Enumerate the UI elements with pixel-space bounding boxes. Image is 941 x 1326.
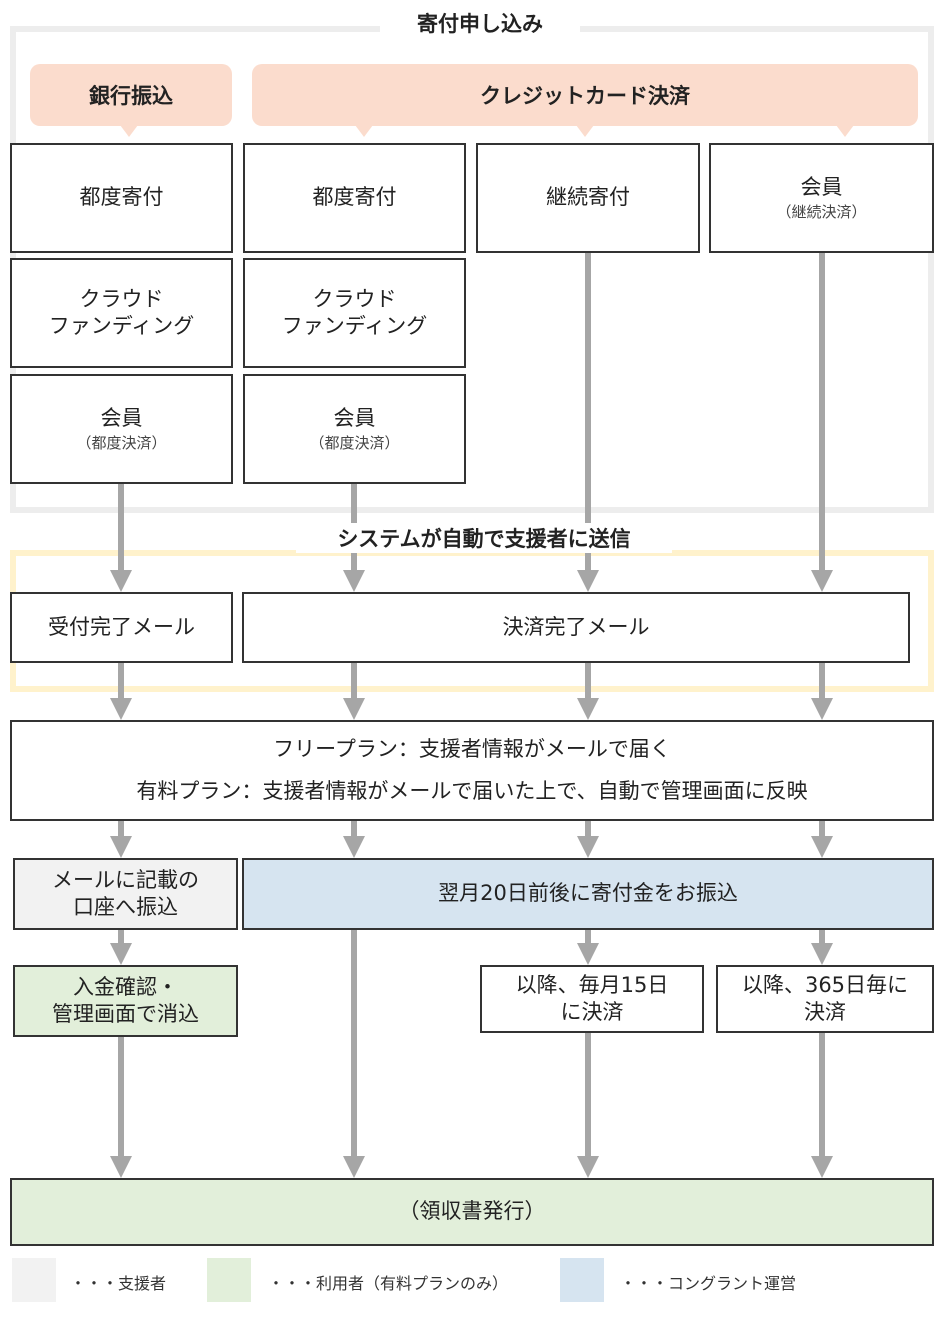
legend-supporter-swatch [12, 1258, 56, 1302]
monthly-charge-step: 以降、毎月15日 に決済 [480, 965, 704, 1033]
legend-supporter-text: ・・・支援者 [70, 1274, 167, 1293]
arrow-notify-to-congrant-3 [811, 821, 833, 858]
member-recurring: 会員 （継続決済） [709, 143, 934, 253]
yearly-charge-step: 以降、365日毎に 決済 [716, 965, 934, 1033]
bank-transfer-label: 銀行振込 [30, 64, 232, 126]
application-section-title: 寄付申し込み [380, 8, 580, 38]
payment-confirmation-line1: 入金確認・ [73, 974, 178, 999]
credit-crowdfunding-line2: ファンディング [281, 314, 428, 338]
bank-transfer-line2: 口座へ振込 [73, 895, 178, 919]
bank-transfer-line1: メールに記載の [52, 867, 199, 892]
arrow-notify-to-congrant-2 [577, 821, 599, 858]
arrow-notify-to-congrant-1 [343, 821, 365, 858]
arrow-monthly-to-receipt [577, 1033, 599, 1178]
legend-congrant-text: ・・・コングラント運営 [620, 1274, 797, 1293]
payment-confirmation-line2: 管理画面で消込 [52, 1002, 199, 1026]
arrow-bank-to-received-email [110, 484, 132, 592]
arrow-received-to-notify [110, 663, 132, 720]
monthly-charge-line1: 以降、毎月15日 [515, 972, 669, 997]
credit-member-note: （都度決済） [309, 433, 400, 452]
recurring-donation-label: 継続寄付 [546, 185, 630, 210]
member-recurring-label: 会員 [800, 174, 843, 199]
credit-pill-pointer-1 [355, 125, 373, 137]
arrow-congrant-to-receipt [343, 930, 365, 1178]
yearly-charge-line1: 以降、365日毎に [741, 972, 909, 997]
credit-member-label: 会員 [333, 405, 376, 430]
credit-one-time-label: 都度寄付 [312, 185, 397, 210]
recurring-donation: 継続寄付 [476, 143, 700, 253]
free-plan-text: フリープラン：支援者情報がメールで届く [273, 737, 671, 762]
system-section-title: システムが自動で支援者に送信 [296, 523, 672, 553]
arrow-recurring-to-payment-email [577, 253, 599, 592]
receipt-label: （領収書発行） [398, 1199, 546, 1224]
bank-member: 会員 （都度決済） [10, 374, 233, 484]
bank-transfer-step: メールに記載の 口座へ振込 [13, 858, 238, 930]
legend-user-swatch [207, 1258, 251, 1302]
bank-one-time-donation: 都度寄付 [10, 143, 233, 253]
received-email-box: 受付完了メール [10, 592, 233, 663]
arrow-member-to-payment-email [811, 253, 833, 592]
receipt-issuance: （領収書発行） [10, 1178, 934, 1246]
credit-member: 会員 （都度決済） [243, 374, 466, 484]
payment-complete-email-box: 決済完了メール [242, 592, 910, 663]
arrow-congrant-to-monthly [577, 930, 599, 965]
bank-member-note: （都度決済） [76, 433, 167, 452]
supporter-info-notification: フリープラン：支援者情報がメールで届く 有料プラン：支援者情報がメールで届いた上… [10, 720, 934, 821]
arrow-payment-to-notify-2 [577, 663, 599, 720]
bank-one-time-label: 都度寄付 [79, 185, 164, 210]
credit-pill-pointer-2 [576, 125, 594, 137]
legend-congrant-swatch [560, 1258, 604, 1302]
payment-confirmation-step: 入金確認・ 管理画面で消込 [13, 965, 238, 1037]
bank-member-label: 会員 [100, 405, 143, 430]
congrant-transfer-step: 翌月20日前後に寄付金をお振込 [242, 858, 934, 930]
arrow-transfer-to-confirm [110, 930, 132, 965]
bank-crowdfunding-line1: クラウド [79, 286, 164, 311]
arrow-congrant-to-yearly [811, 930, 833, 965]
arrow-payment-to-notify-1 [343, 663, 365, 720]
bank-pill-pointer [120, 125, 138, 137]
credit-pill-pointer-3 [836, 125, 854, 137]
bank-crowdfunding: クラウド ファンディング [10, 258, 233, 368]
payment-complete-email-label: 決済完了メール [502, 614, 650, 639]
bank-crowdfunding-line2: ファンディング [48, 314, 195, 338]
paid-plan-text: 有料プラン：支援者情報がメールで届いた上で、自動で管理画面に反映 [136, 778, 808, 803]
legend-user-text: ・・・利用者（有料プランのみ） [268, 1274, 509, 1293]
credit-crowdfunding-line1: クラウド [312, 286, 397, 311]
credit-one-time-donation: 都度寄付 [243, 143, 466, 253]
arrow-payment-to-notify-3 [811, 663, 833, 720]
yearly-charge-line2: 決済 [804, 1000, 846, 1024]
arrow-notify-to-bank-transfer [110, 821, 132, 858]
received-email-label: 受付完了メール [48, 614, 195, 639]
credit-card-label: クレジットカード決済 [252, 64, 918, 126]
arrow-yearly-to-receipt [811, 1033, 833, 1178]
member-recurring-note: （継続決済） [776, 202, 867, 221]
arrow-confirm-to-receipt [110, 1037, 132, 1178]
congrant-transfer-label: 翌月20日前後に寄付金をお振込 [438, 881, 738, 906]
credit-crowdfunding: クラウド ファンディング [243, 258, 466, 368]
monthly-charge-line2: に決済 [560, 1000, 624, 1024]
